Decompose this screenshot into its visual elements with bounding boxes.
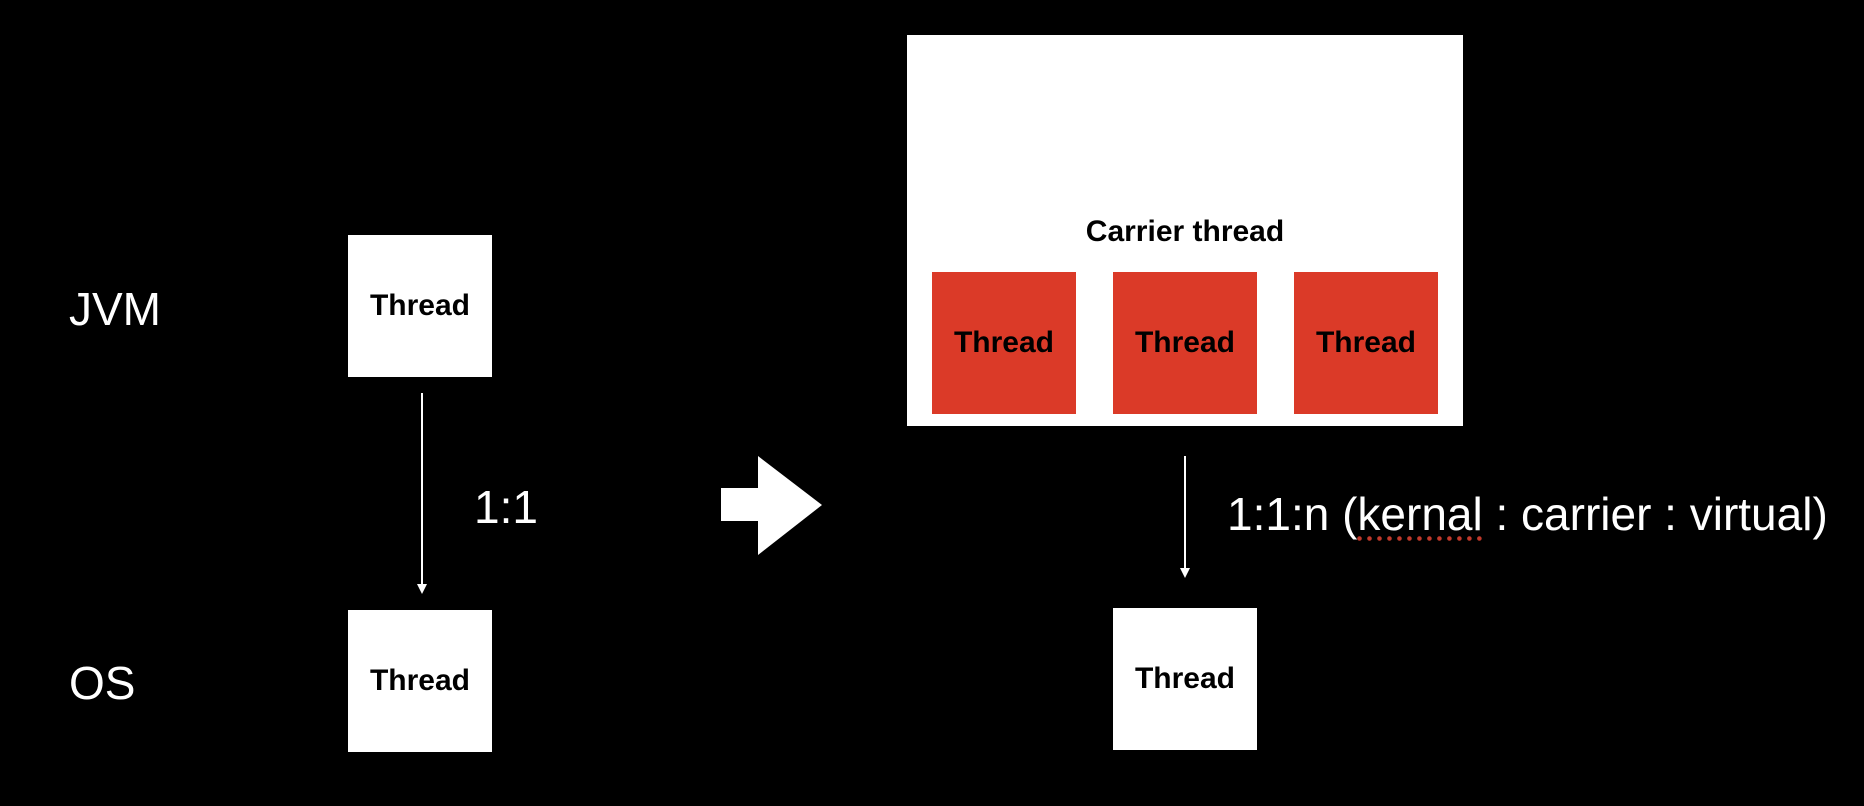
os-thread-label: Thread	[369, 664, 471, 697]
virtual-thread-box: Thread	[932, 272, 1076, 414]
os-thread-box: Thread	[348, 610, 492, 752]
virtual-thread-label: Thread	[953, 326, 1055, 359]
jvm-label: JVM	[69, 283, 161, 335]
virtual-thread-box: Thread	[1113, 272, 1257, 414]
left-ratio-label: 1:1	[474, 481, 538, 533]
jvm-thread-box: Thread	[348, 235, 492, 377]
right-connector-arrow	[1180, 456, 1190, 578]
os-label: OS	[69, 657, 136, 709]
virtual-thread-box: Thread	[1294, 272, 1438, 414]
virtual-thread-label: Thread	[1134, 326, 1236, 359]
virtual-thread-label: Thread	[1315, 326, 1417, 359]
left-connector-arrow	[417, 393, 427, 594]
right-os-thread-label: Thread	[1134, 662, 1236, 695]
transition-arrow-icon	[721, 456, 822, 555]
right-ratio-label: 1:1:n (kernal : carrier : virtual)	[1227, 491, 1828, 537]
ratio-kernal-word: kernal	[1357, 488, 1483, 540]
jvm-thread-label: Thread	[369, 289, 471, 322]
right-os-thread-box: Thread	[1113, 608, 1257, 750]
ratio-suffix: : carrier : virtual)	[1482, 488, 1828, 540]
ratio-prefix: 1:1:n (	[1227, 488, 1358, 540]
carrier-thread-label: Carrier thread	[1085, 215, 1285, 248]
